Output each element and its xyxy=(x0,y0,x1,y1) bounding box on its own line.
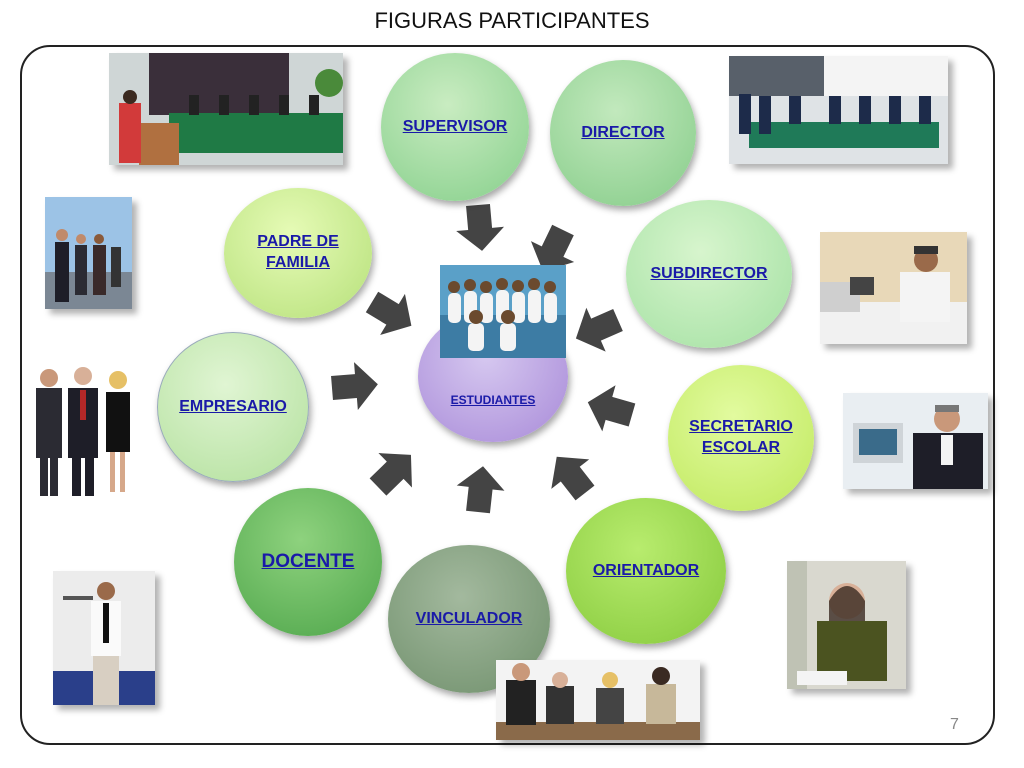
arrow-from-subdirector xyxy=(575,307,623,352)
bubble-label-vinculador[interactable]: VINCULADOR xyxy=(415,609,523,627)
photo-family xyxy=(45,197,132,309)
arrow-from-director xyxy=(530,224,575,272)
bubble-orientador: ORIENTADOR xyxy=(566,498,726,644)
slide-number: 7 xyxy=(950,716,959,733)
arrow-from-empresario xyxy=(331,362,378,410)
photo-estudiantes xyxy=(440,265,566,358)
photo-business-trio xyxy=(30,360,145,502)
bubble-label-secretario[interactable]: SECRETARIO ESCOLAR xyxy=(689,418,793,456)
photo-ceremony-left xyxy=(109,53,343,165)
bubble-label-subdirector[interactable]: SUBDIRECTOR xyxy=(650,264,768,282)
arrow-from-orientador xyxy=(551,456,595,501)
arrow-from-vinculador xyxy=(456,466,505,514)
bubble-label-docente[interactable]: DOCENTE xyxy=(261,550,355,572)
arrow-from-docente xyxy=(369,453,412,496)
bubble-secretario: SECRETARIO ESCOLAR xyxy=(668,365,814,511)
bubble-label-empresario[interactable]: EMPRESARIO xyxy=(179,397,287,415)
arrow-from-padre xyxy=(365,291,412,335)
bubble-label-estudiantes[interactable]: ESTUDIANTES xyxy=(450,393,536,408)
photo-office-man xyxy=(820,232,967,344)
bubble-director: DIRECTOR xyxy=(550,60,696,206)
bubble-label-director[interactable]: DIRECTOR xyxy=(581,123,665,141)
bubble-subdirector: SUBDIRECTOR xyxy=(626,200,792,348)
bubble-docente: DOCENTE xyxy=(234,488,382,636)
bubble-padre: PADRE DE FAMILIA xyxy=(224,188,372,318)
bubble-label-supervisor[interactable]: SUPERVISOR xyxy=(402,117,508,135)
slide-frame xyxy=(20,45,995,745)
bubble-label-padre[interactable]: PADRE DE FAMILIA xyxy=(257,233,339,271)
bubble-empresario: EMPRESARIO xyxy=(157,332,309,482)
photo-woman xyxy=(787,561,906,689)
photo-computer-man xyxy=(843,393,988,489)
photo-teacher xyxy=(53,571,155,705)
photo-meeting xyxy=(496,660,700,740)
arrow-from-secretario xyxy=(587,385,636,432)
bubble-label-orientador[interactable]: ORIENTADOR xyxy=(592,561,700,579)
slide-title: FIGURAS PARTICIPANTES xyxy=(374,8,650,33)
photo-ceremony-right xyxy=(729,56,948,164)
arrow-from-supervisor xyxy=(456,203,505,251)
bubble-supervisor: SUPERVISOR xyxy=(381,53,529,201)
